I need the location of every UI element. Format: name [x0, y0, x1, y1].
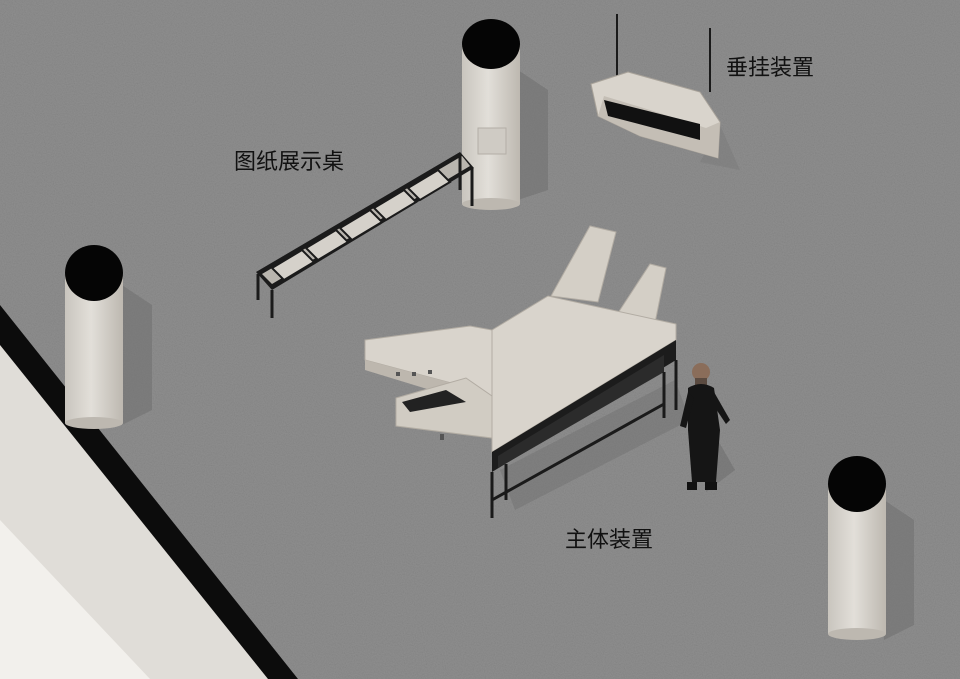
column-right	[828, 456, 886, 640]
label-hanging-installation: 垂挂装置	[726, 56, 815, 81]
label-main-installation: 主体装置	[565, 528, 654, 553]
main-installation	[364, 225, 690, 518]
column-shadows	[122, 70, 914, 640]
drawing-display-table	[256, 152, 474, 318]
person-figure	[680, 363, 735, 492]
column-left	[65, 245, 123, 429]
hanging-installation	[590, 14, 740, 170]
label-drawing-display-table: 图纸展示桌	[234, 150, 345, 175]
